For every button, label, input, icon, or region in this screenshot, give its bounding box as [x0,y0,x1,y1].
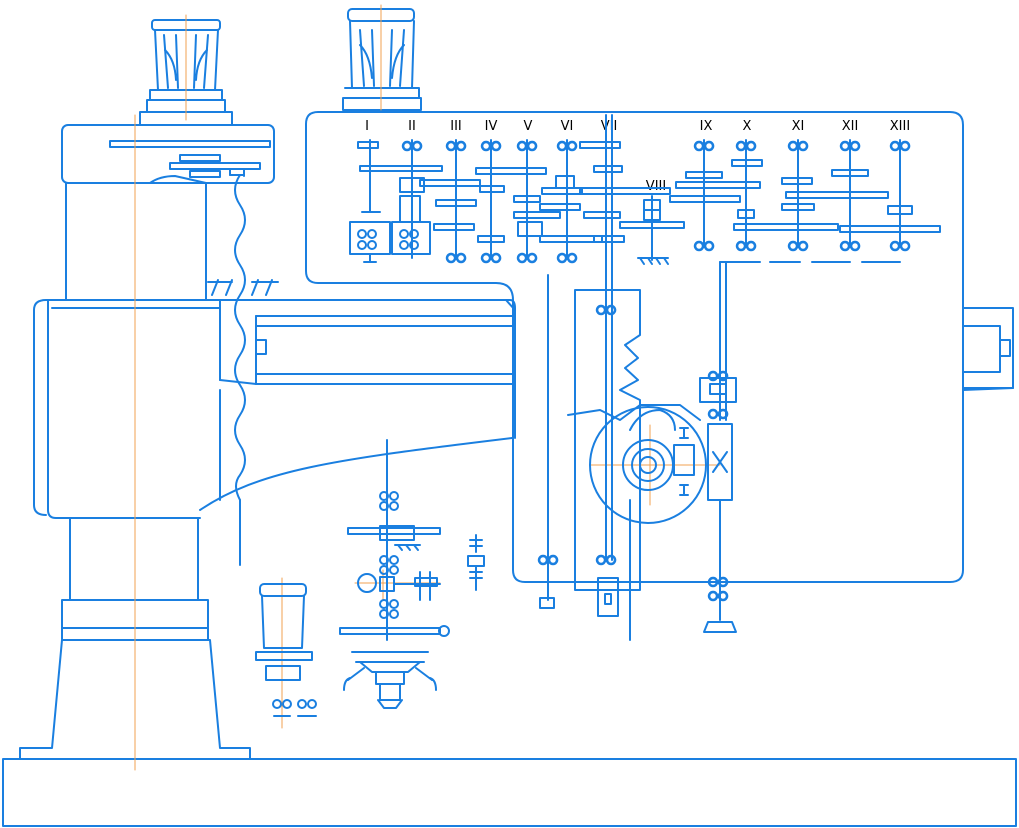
shaft-label-xi: XI [792,119,805,134]
gearbox-gears [357,141,941,265]
shaft-label-iv: IV [485,119,498,134]
centerlines [134,4,721,771]
shaft-label-v: V [524,119,533,134]
gearbox-left-clutches [349,195,431,263]
shaft-label-i: I [365,119,369,134]
shaft-label-xii: XII [842,119,859,134]
shaft-label-ix: IX [700,119,713,134]
bearing-pairs [401,140,911,602]
machine-base [2,599,1017,827]
shaft-label-iii: III [450,119,462,134]
column-gearing [109,140,271,178]
column-lead-screw [207,174,279,566]
shaft-label-viii: VIII [646,179,666,194]
shaft-label-xiii: XIII [890,119,910,134]
shaft-label-vi: VI [561,119,574,134]
spindle-head [567,289,707,641]
gearbox-housing [305,111,1014,583]
shaft-labels: I II III IV V VI VII VIII IX X XI XII XI… [365,119,910,194]
column [33,124,516,601]
clamp-motor [255,583,317,717]
shaft-label-vii: VII [601,119,618,134]
feed-shafts [539,261,901,633]
radial-arm [199,299,516,511]
shaft-label-x: X [743,119,752,134]
spindle-chuck [343,651,437,709]
gearbox-motor [342,8,422,111]
feed-mechanism [339,439,485,641]
shaft-label-ii: II [408,119,416,134]
